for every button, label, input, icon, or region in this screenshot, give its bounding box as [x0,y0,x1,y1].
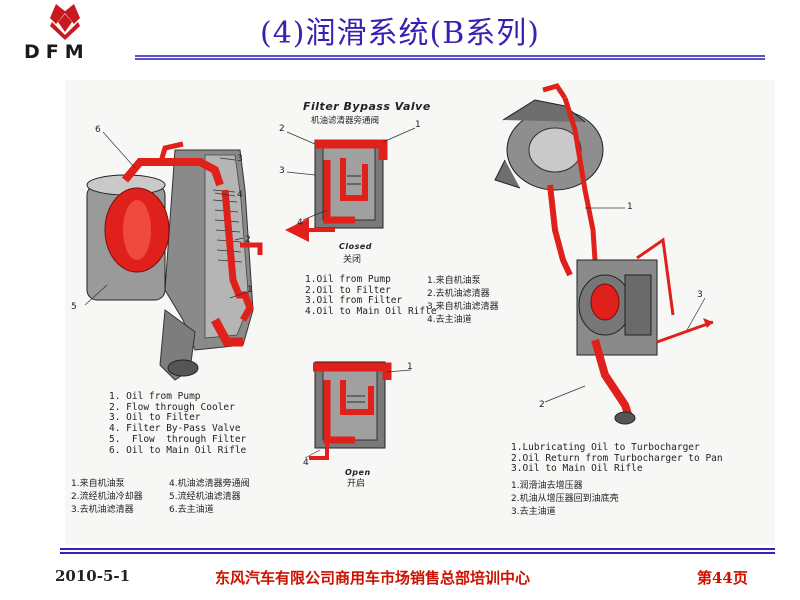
left-legend-en-item: 3. Oil to Filter [109,412,201,424]
mid-legend-en-item: 3.Oil from Filter [305,295,403,307]
mid-callout-4: 4 [297,218,303,228]
mid-callout-3: 3 [279,166,285,176]
mid-callout-1: 1 [415,120,421,130]
mid-legend-en-item: 4.Oil to Main Oil Rifle [305,306,437,318]
left-callout-4: 4 [237,190,243,200]
left-engine-illustration [84,131,263,381]
left-callout-3: 3 [237,154,243,164]
closed-label-cn: 关闭 [343,255,362,265]
left-legend-cn-item: 1.来自机油泵 [71,479,125,489]
footer-date: 2010-5-1 [55,567,131,585]
footer-page-number: 第44页 [697,569,748,587]
left-legend-cn-item: 4.机油滤清器旁通阀 [169,479,250,489]
right-legend-cn-item: 1.润滑油去增压器 [511,481,583,491]
mid-callout-2: 2 [279,124,285,134]
slide-title: (4)润滑系统(B系列) [260,16,540,51]
right-legend-en-item: 1.Lubricating Oil to Turbocharger [511,442,700,453]
left-legend-en-item: 2. Flow through Cooler [109,401,235,413]
right-legend-en-item: 3.Oil to Main Oil Rifle [511,463,643,475]
mid-legend-cn-item: 2.去机油滤清器 [427,289,490,299]
left-callout-1: 1 [247,285,253,295]
left-legend-cn-item: 3.去机油滤清器 [71,505,134,515]
left-legend-en-item: 4. Filter By-Pass Valve [109,423,241,435]
footer-divider [60,548,775,554]
mid-legend-en: 1.Oil from Pump 2.Oil to Filter 3.Oil fr… [305,274,437,318]
left-legend-cn-item: 6.去主油道 [169,505,214,515]
header-divider [135,55,765,60]
mid-legend-cn-item: 4.去主油道 [427,315,472,325]
right-legend-en: 1.Lubricating Oil to Turbocharger 2.Oil … [511,442,723,475]
right-legend-cn: 1.润滑油去增压器 2.机油从增压器回到油底壳 3.去主油道 [511,480,619,519]
mid-legend-cn: 1.来自机油泵 2.去机油滤清器 3.来自机油滤清器 4.去主油道 [427,275,499,327]
left-legend-cn-col2: 4.机油滤清器旁通阀 5.流经机油滤清器 6.去主油道 [169,478,250,517]
footer-organization: 东风汽车有限公司商用车市场销售总部培训中心 [215,569,531,587]
mid-legend-cn-item: 1.来自机油泵 [427,276,481,286]
right-legend-cn-item: 3.去主油道 [511,507,556,517]
mid-legend-en-item: 2.Oil to Filter [305,284,391,296]
bypass-heading-cn: 机油滤清器旁通阀 [311,116,380,126]
left-legend-en-item: 1. Oil from Pump [109,391,201,402]
left-legend-en: 1. Oil from Pump 2. Flow through Cooler … [109,391,247,456]
left-legend-en-item: 6. Oil to Main Oil Rifle [109,444,247,456]
lubrication-diagrams [84,83,714,460]
left-legend-cn-col1: 1.来自机油泵 2.流经机油冷却器 3.去机油滤清器 [71,478,143,517]
logo-wordmark: DFM [24,41,90,62]
left-callout-5: 5 [71,302,77,312]
left-legend-en-item: 5. Flow through Filter [109,433,247,445]
right-legend-cn-item: 2.机油从增压器回到油底壳 [511,494,619,504]
bypass-valve-closed [285,127,416,242]
right-turbo-illustration [494,83,714,425]
open-label-cn: 开启 [347,479,366,489]
left-callout-2: 2 [245,235,251,245]
left-legend-cn-item: 5.流经机油滤清器 [169,492,241,502]
mid-legend-en-item: 1.Oil from Pump [305,274,391,285]
closed-label-en: Closed [339,242,373,251]
open-label-en: Open [345,468,371,477]
right-callout-1: 1 [627,202,633,212]
mid-open-callout-4: 4 [303,458,309,468]
bypass-heading-en: Filter Bypass Valve [303,100,431,113]
bypass-valve-open [304,361,412,460]
left-legend-cn-item: 2.流经机油冷却器 [71,492,143,502]
dfm-logo: DFM [20,2,110,63]
mid-legend-cn-item: 3.来自机油滤清器 [427,302,499,312]
right-callout-3: 3 [697,290,703,300]
right-callout-2: 2 [539,400,545,410]
right-legend-en-item: 2.Oil Return from Turbocharger to Pan [511,452,723,464]
diagram-panel: 6 3 4 2 5 1 1. Oil from Pump 2. Flow thr… [65,80,775,545]
left-callout-6: 6 [95,125,101,135]
mid-open-callout-1: 1 [407,362,413,372]
